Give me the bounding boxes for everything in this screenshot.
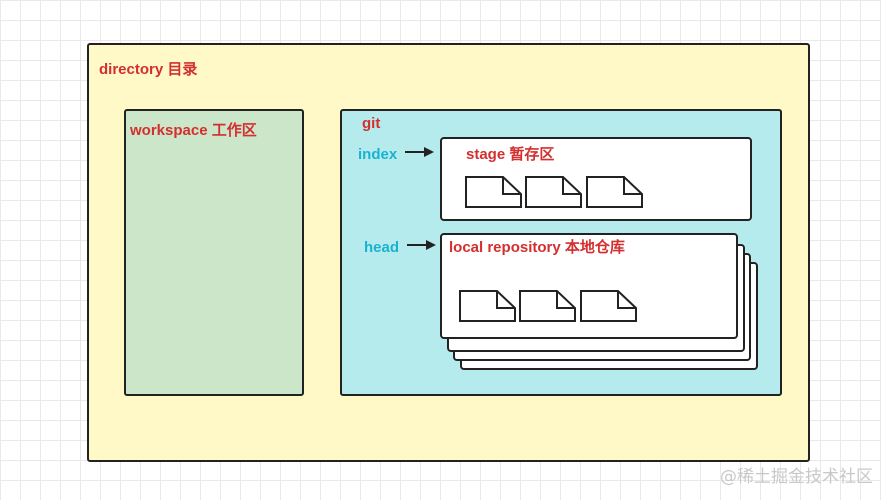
document-icon (519, 290, 576, 322)
document-icon (580, 290, 637, 322)
document-icon (459, 290, 516, 322)
index-label: index (358, 146, 398, 163)
stage-label: stage 暂存区 (466, 146, 555, 163)
workspace-label: workspace 工作区 (130, 122, 257, 139)
git-label: git (362, 115, 381, 132)
watermark: @稀土掘金技术社区 (720, 467, 873, 487)
document-icon (586, 176, 643, 208)
document-icon (465, 176, 522, 208)
directory-label: directory 目录 (99, 61, 198, 78)
local-repository-label: local repository 本地仓库 (449, 239, 625, 256)
head-label: head (364, 239, 400, 256)
workspace-box (124, 109, 304, 396)
document-icon (525, 176, 582, 208)
arrow-right-icon (407, 240, 436, 250)
arrow-right-icon (405, 147, 434, 157)
